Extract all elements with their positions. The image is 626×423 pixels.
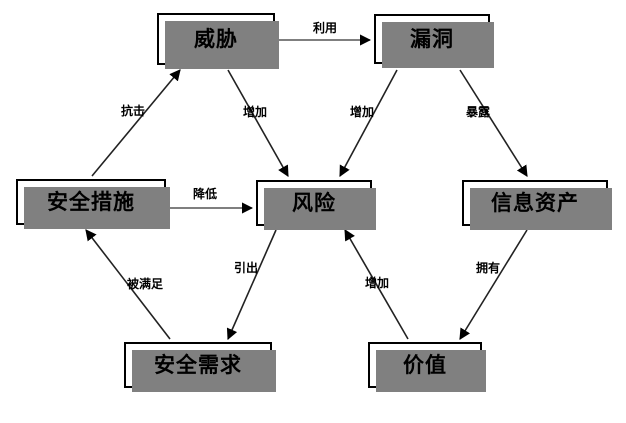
node-security-requirement[interactable]: 安全需求 <box>124 342 276 392</box>
node-shadow <box>470 188 612 230</box>
node-shadow <box>132 350 276 392</box>
node-shadow <box>165 21 279 69</box>
edge-value-increases-risk <box>344 229 409 340</box>
edge-label-elicits: 引出 <box>233 261 259 275</box>
node-label-threat: 威胁 <box>194 26 238 51</box>
node-threat[interactable]: 威胁 <box>157 13 279 69</box>
edge-label-owns: 拥有 <box>475 261 501 275</box>
node-shadow <box>264 188 376 230</box>
node-shadow <box>382 22 494 68</box>
node-label-security-requirement: 安全需求 <box>154 352 242 377</box>
edge-label-reduces: 降低 <box>192 187 218 201</box>
edge-label-increases-threat-risk: 增加 <box>242 105 268 119</box>
node-safeguard[interactable]: 安全措施 <box>16 179 170 229</box>
edge-safeguard-counters-threat <box>91 69 181 177</box>
node-label-risk: 风险 <box>292 190 336 215</box>
edge-label-exposes: 暴露 <box>465 105 491 119</box>
edge-risk-elicits-requirement <box>226 229 277 341</box>
node-label-vulnerability: 漏洞 <box>410 26 454 51</box>
edge-label-exploits: 利用 <box>312 21 338 35</box>
node-value[interactable]: 价值 <box>368 342 486 392</box>
node-risk[interactable]: 风险 <box>256 180 376 230</box>
node-label-information-asset: 信息资产 <box>491 190 579 215</box>
node-label-safeguard: 安全措施 <box>47 189 135 214</box>
node-shadow <box>376 350 486 392</box>
node-vulnerability[interactable]: 漏洞 <box>374 14 494 68</box>
edge-asset-owns-value <box>459 229 528 340</box>
edge-label-increases-value-risk: 增加 <box>364 276 390 290</box>
edge-requirement-satisfiedby-safeguard <box>85 229 171 340</box>
edge-label-counters: 抗击 <box>120 104 146 118</box>
edge-threat-increases-risk <box>227 69 289 177</box>
edge-vulnerability-exposes-asset <box>459 69 528 177</box>
node-information-asset[interactable]: 信息资产 <box>462 180 612 230</box>
edge-vulnerability-increases-risk <box>339 69 398 177</box>
edge-label-increases-vuln-risk: 增加 <box>349 105 375 119</box>
edge-label-satisfied-by: 被满足 <box>126 277 164 291</box>
node-label-value: 价值 <box>403 352 447 377</box>
node-shadow <box>24 187 170 229</box>
